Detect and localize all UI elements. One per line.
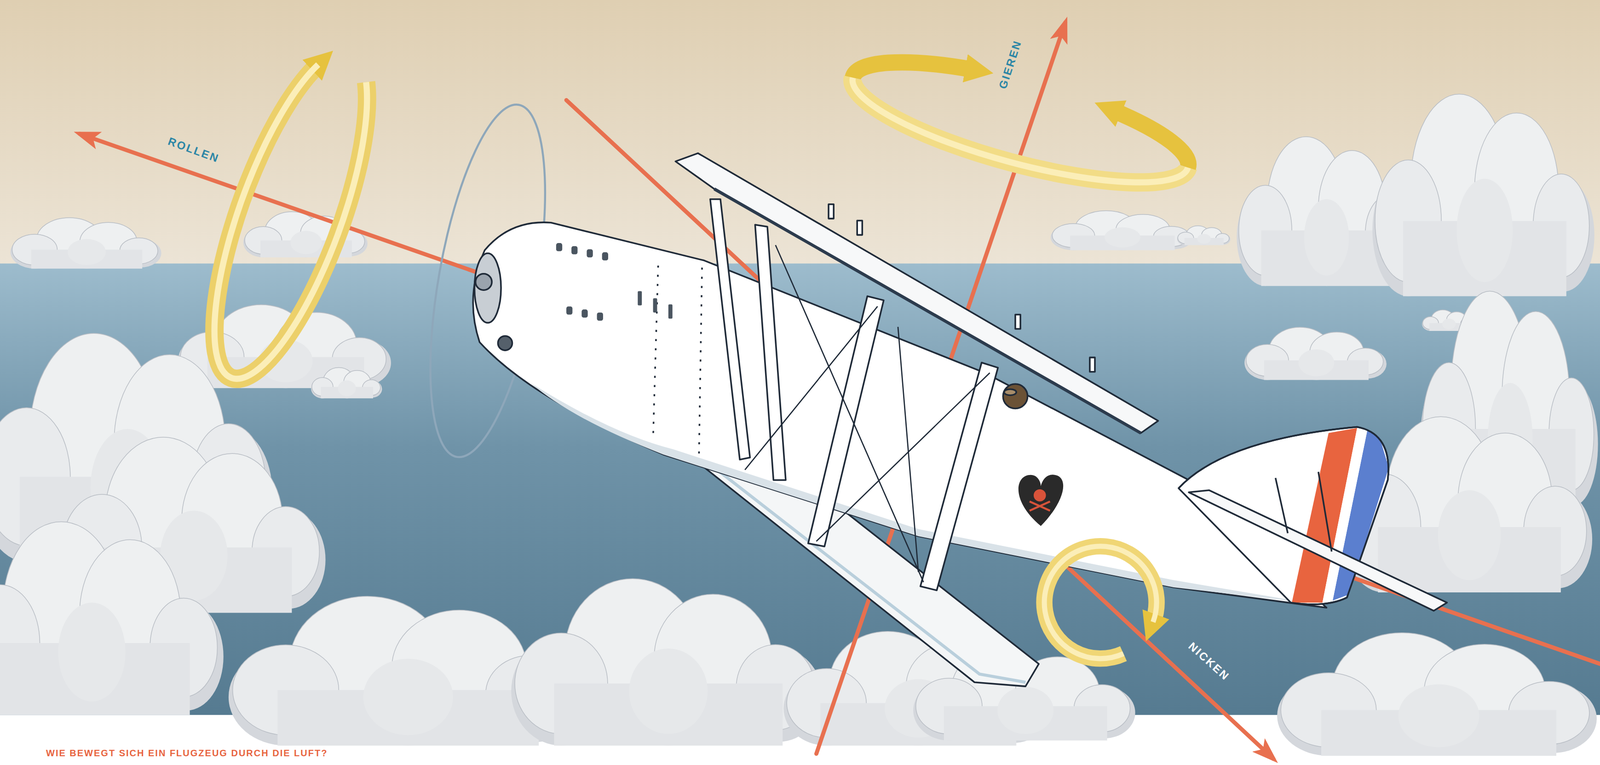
upper-wing [675,153,1158,433]
roll-ribbon [183,56,391,396]
yaw-ribbon [842,40,1198,207]
tail-fin [1178,426,1389,605]
roll-axis [79,133,1600,664]
pitch-ribbon [1044,546,1157,659]
skull [1033,489,1047,502]
axis-lines [79,22,1600,759]
goggles [1004,388,1017,395]
exhaust [497,335,513,351]
biplane [408,96,1447,686]
panel-line [698,267,703,455]
tail-strut [1275,477,1289,533]
upper-wing-edge [714,189,1141,433]
stabilizer [1188,489,1447,611]
heart-emblem [1018,474,1064,526]
pilot [1002,383,1028,409]
tail-fin-outline [1178,426,1389,605]
tail-strut [1318,471,1332,552]
caption: WIE BEWEGT SICH EIN FLUGZEUG DURCH DIE L… [46,748,328,758]
spinner [475,273,492,291]
cowl-vents [556,242,673,321]
cowling-ring [474,253,501,323]
fin-stripe-white [1322,427,1368,603]
wing-fittings [828,204,1095,372]
crossbones [1029,501,1050,511]
panel-line [653,265,659,439]
